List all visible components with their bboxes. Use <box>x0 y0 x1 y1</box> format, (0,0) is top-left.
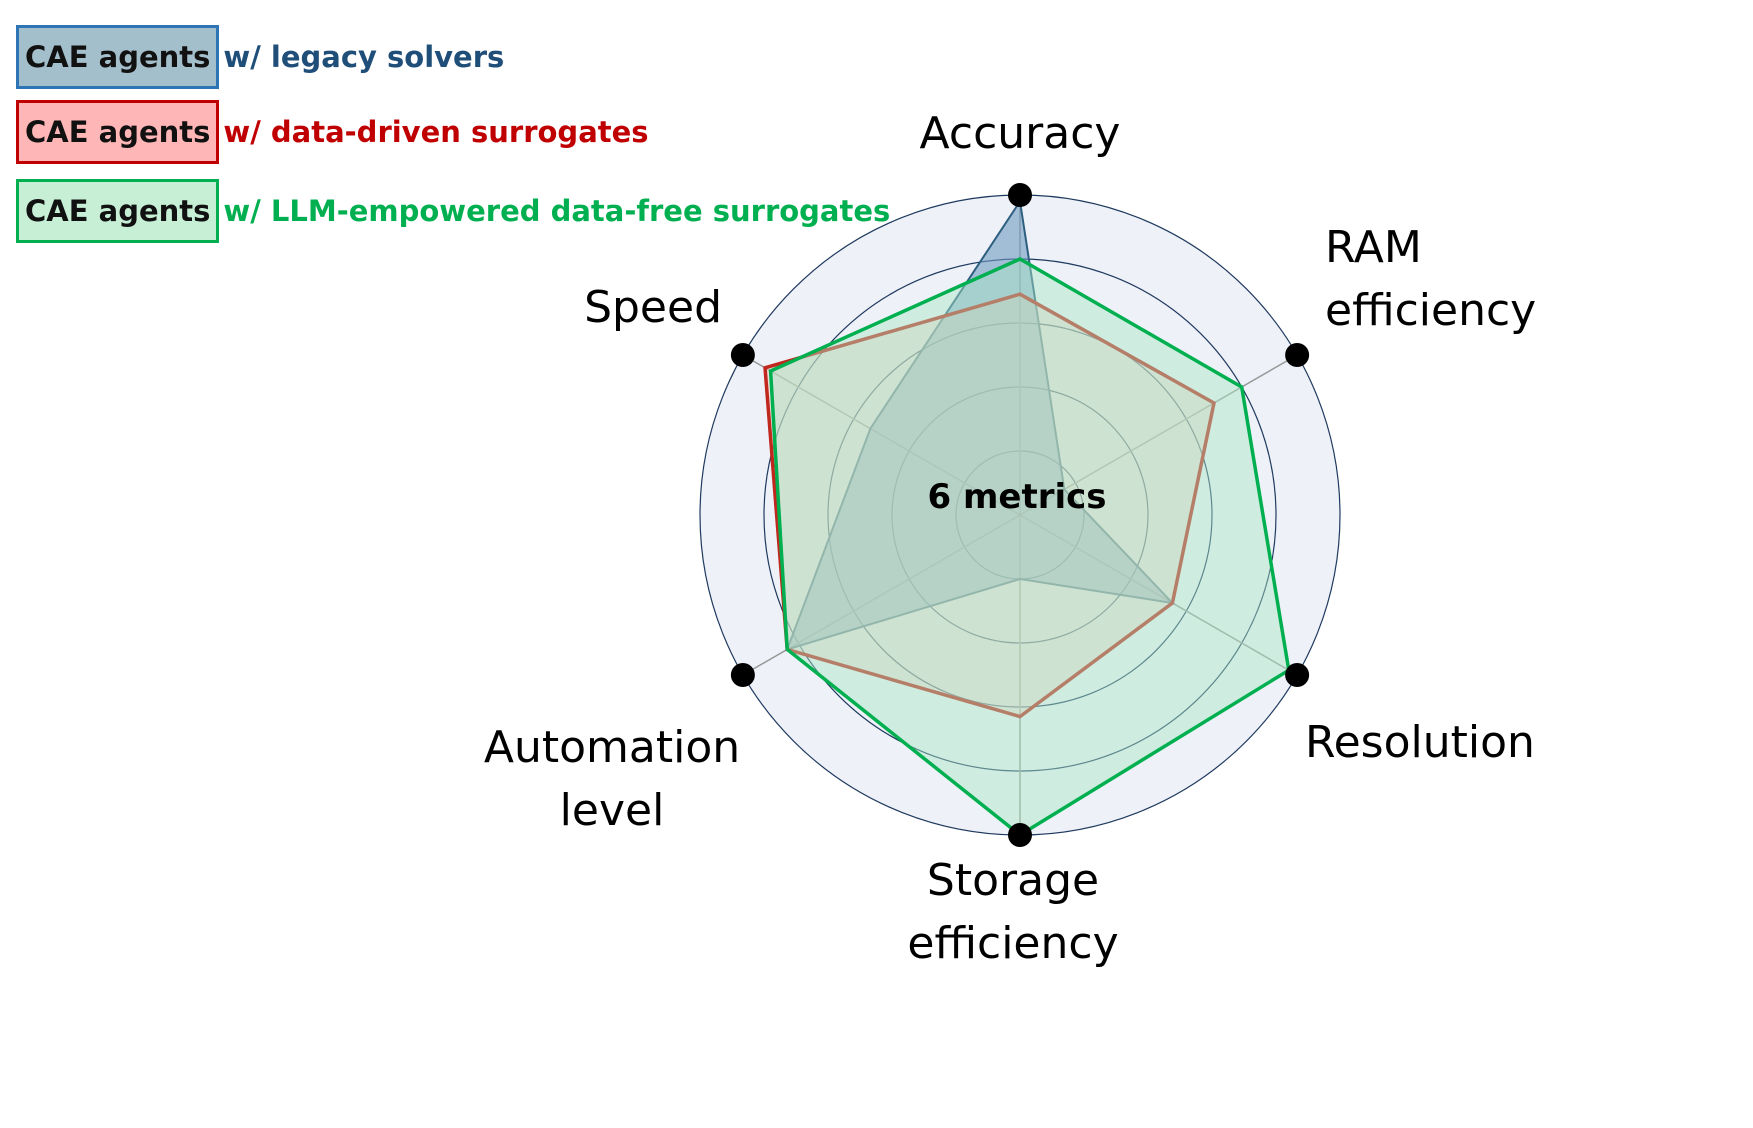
legend-text: w/ data-driven surrogates <box>223 115 649 149</box>
legend-box: CAE agents <box>16 25 220 89</box>
legend-item-legacy-solvers: CAE agents w/ legacy solvers <box>16 25 504 89</box>
axis-marker <box>1008 823 1032 847</box>
radar-spoke <box>1019 354 1298 516</box>
axis-label-line: Accuracy <box>920 108 1121 159</box>
axis-label: RAM efficiency <box>1325 222 1536 336</box>
axis-label-line: Resolution <box>1305 717 1535 768</box>
axis-marker <box>730 663 755 687</box>
axis-label-line: efficiency <box>1325 285 1536 336</box>
legend-text: w/ legacy solvers <box>223 40 505 74</box>
axis-label-line: level <box>560 785 665 836</box>
axis-label-line: Speed <box>584 282 722 333</box>
axis-label: Storage efficiency <box>907 855 1118 969</box>
series-polygon <box>785 198 1176 651</box>
axis-label: Automation level <box>484 722 740 836</box>
axis-label-line: Automation <box>484 722 740 773</box>
legend-box: CAE agents <box>16 179 220 243</box>
axis-marker <box>1285 663 1310 687</box>
legend-item-data-driven-surrogates: CAE agents w/ data-driven surrogates <box>16 100 649 164</box>
axis-label: Accuracy <box>920 108 1121 159</box>
series-polygon <box>763 292 1216 719</box>
legend-item-data-free-surrogates: CAE agents w/ LLM-empowered data-free su… <box>16 179 890 243</box>
axis-label-line: efficiency <box>907 918 1118 969</box>
axis-marker <box>1285 343 1310 367</box>
axis-label-line: RAM <box>1325 222 1422 273</box>
axis-marker <box>730 343 755 367</box>
legend-text: w/ LLM-empowered data-free surrogates <box>223 194 891 228</box>
axis-label: Resolution <box>1305 717 1535 768</box>
axis-marker <box>1008 183 1032 207</box>
center-label: 6 metrics <box>927 477 1106 517</box>
axis-label-line: Storage <box>927 855 1099 906</box>
axis-label: Speed <box>584 282 722 333</box>
legend-box: CAE agents <box>16 100 220 164</box>
